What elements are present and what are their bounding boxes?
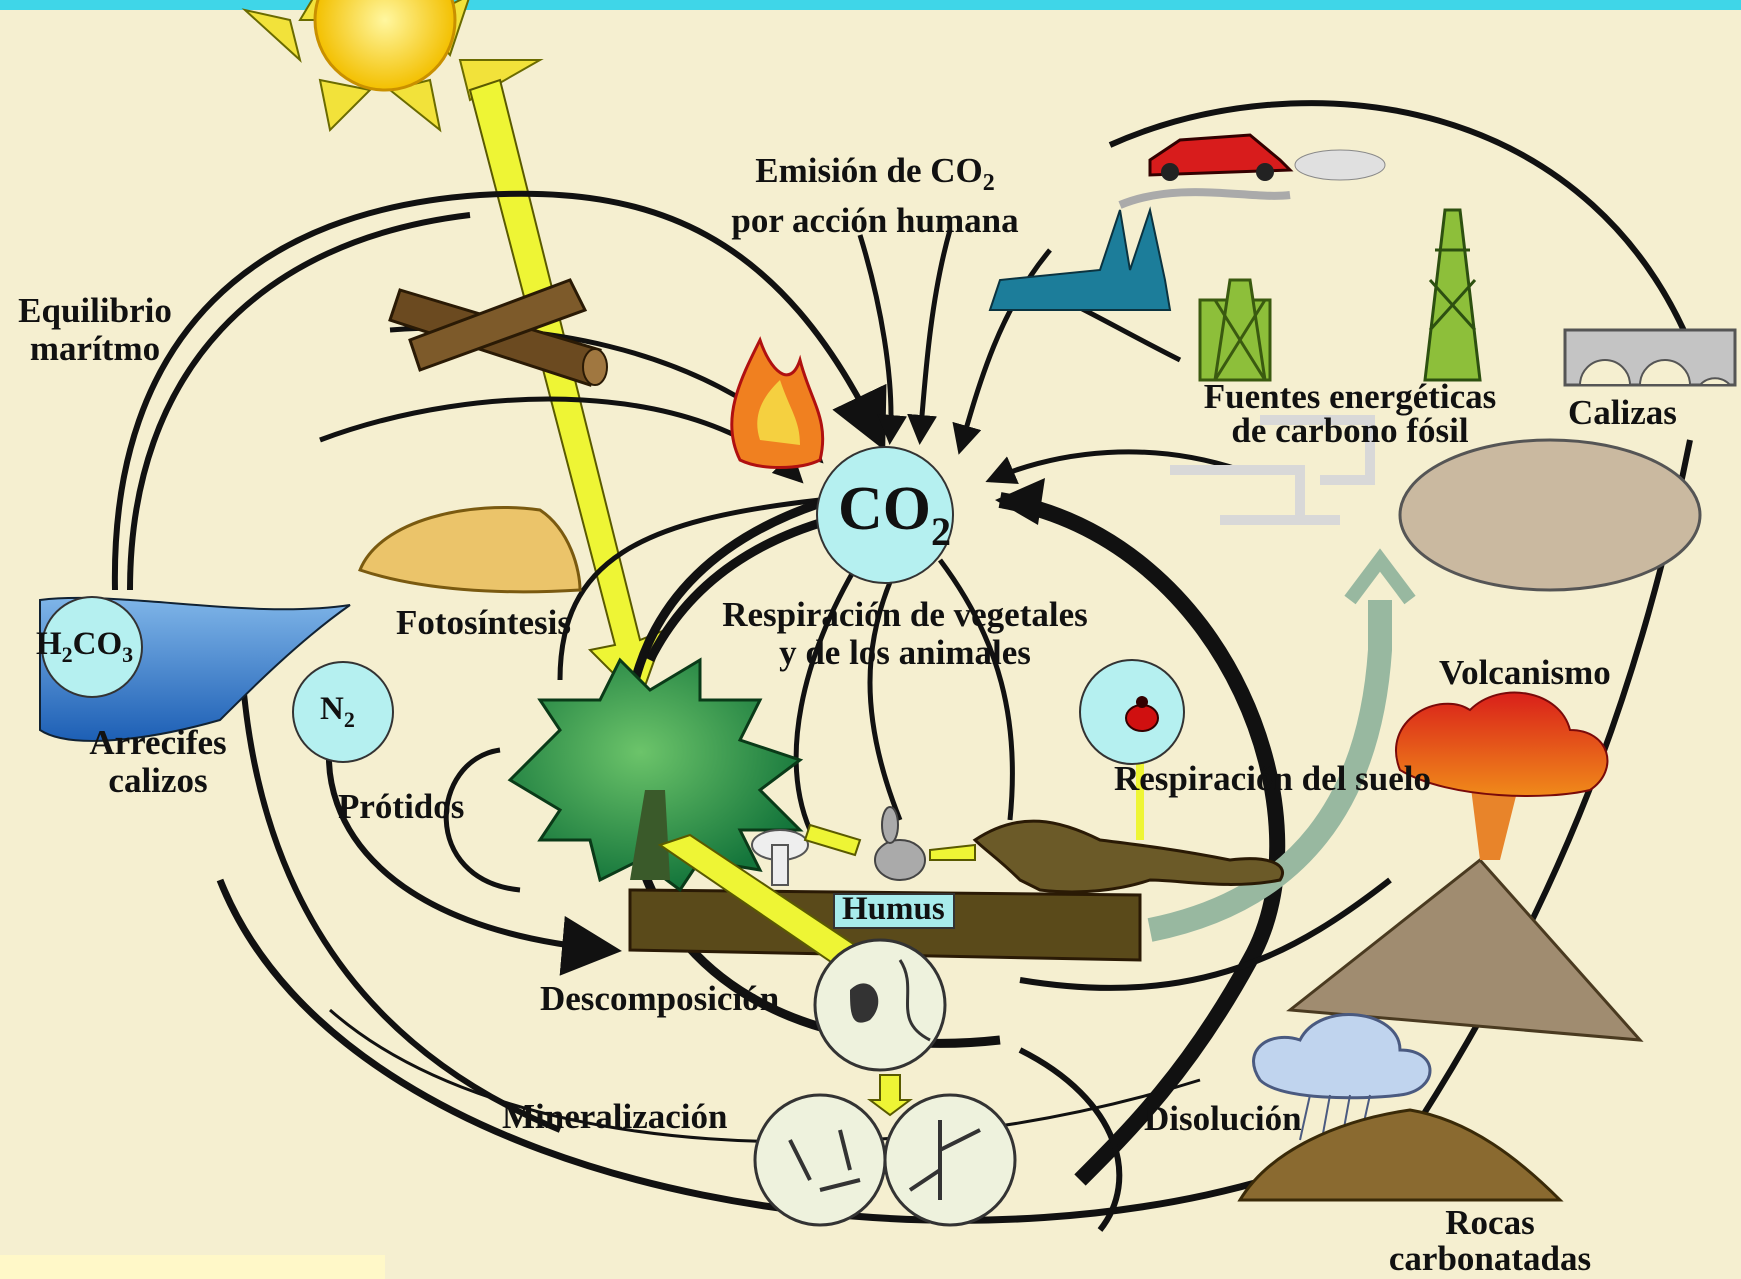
co2-formula: CO2 [838,478,951,563]
label-fotosintesis: Fotosíntesis [396,604,571,642]
fire-icon [732,340,823,468]
car-icon [1150,135,1385,181]
mine-tower-icon [1200,280,1270,380]
volcano-icon [1290,693,1640,1040]
mineralization-bacteria-icon [755,1095,1015,1225]
label-emision-co2: Emisión de CO2 por acción humana [715,152,1035,240]
tree-icon [510,660,800,890]
bridge-icon [1565,330,1735,385]
oil-derrick-icon [1425,210,1480,380]
label-respiracion-suelo: Respiración del suelo [1114,760,1431,798]
label-calizas: Calizas [1568,394,1677,432]
limestone-rock-icon [1400,440,1700,590]
h2co3-formula: H2CO3 [36,628,133,671]
algae-mound-icon [360,508,580,592]
decomposition-microbes-icon [815,940,945,1070]
n2-formula: N2 [320,693,355,736]
fox-icon [975,821,1283,892]
caption-box [0,1255,385,1279]
label-humus: Humus [842,890,945,928]
label-volcanismo: Volcanismo [1439,654,1611,692]
label-protidos: Prótidos [338,788,464,826]
label-mineralizacion: Mineralización [502,1098,728,1136]
mushroom-icon [752,830,808,885]
label-descomposicion: Descomposición [540,980,779,1018]
label-disolucion: Disolución [1144,1100,1302,1138]
logs-icon [390,280,607,385]
